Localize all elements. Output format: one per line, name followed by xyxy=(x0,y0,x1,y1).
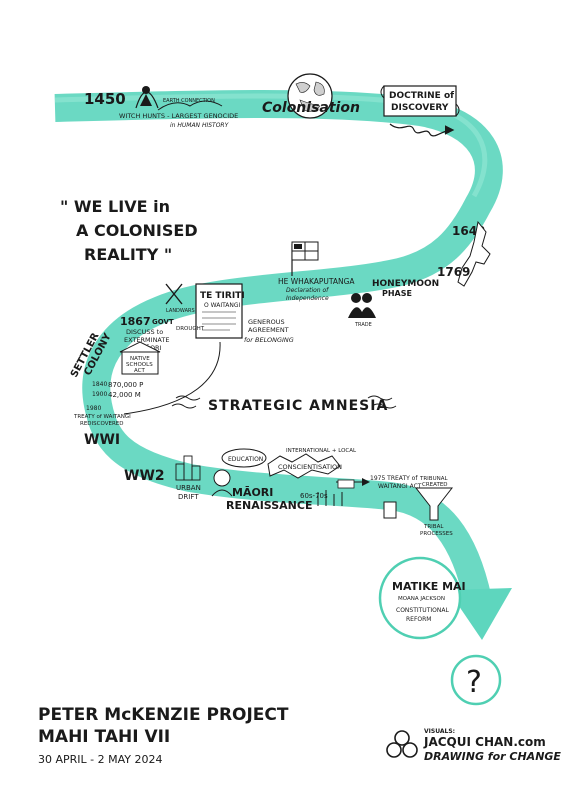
quote-line-2: A COLONISED xyxy=(76,221,198,240)
year-1450: 1450 xyxy=(84,90,126,108)
doctrine-label-2: DISCOVERY xyxy=(391,103,449,113)
pop-value-1: 870,000 P xyxy=(108,381,143,389)
pop-value-2: 42,000 M xyxy=(108,391,141,399)
he-whakaputanga-label: HE WHAKAPUTANGA xyxy=(278,277,355,286)
native-schools-label-3: ACT xyxy=(134,368,146,374)
question-mark: ? xyxy=(466,665,482,700)
studio-label: DRAWING for CHANGE xyxy=(424,750,561,763)
generous-label-2: AGREEMENT xyxy=(248,326,289,334)
declaration-label-1: Declaration of xyxy=(286,287,329,294)
couple-icon xyxy=(348,293,376,318)
witch-hunts-label: WITCH HUNTS - LARGEST GENOCIDE xyxy=(119,112,238,120)
maori-label-2: RENAISSANCE xyxy=(226,499,312,512)
flag-icon xyxy=(291,241,319,276)
tribal-label-1: TRIBAL xyxy=(423,524,444,530)
drawing-for-change-logo xyxy=(386,730,418,758)
scroll-icon xyxy=(380,85,460,117)
tribunal-label-1: TRIBUNAL xyxy=(419,476,448,482)
rediscovered-label-3: REDISCOVERED xyxy=(80,421,124,427)
matike-mai-circle xyxy=(378,556,462,640)
drought-label: DROUGHT xyxy=(176,326,205,332)
urban-label-1: URBAN xyxy=(176,484,201,492)
year-1867: 1867 xyxy=(120,315,151,328)
native-schools-label-1: NATIVE xyxy=(130,356,150,362)
matike-label-3: CONSTITUTIONAL xyxy=(396,607,449,614)
quote-line-3: REALITY " xyxy=(84,245,172,264)
ww2-label: WW2 xyxy=(124,468,165,484)
govt-label: GOVT xyxy=(152,318,174,326)
funnel-icon xyxy=(414,487,454,521)
footer-title-2: MAHI TAHI VII xyxy=(38,727,170,747)
treaty-act-label-1: 1975 TREATY of xyxy=(370,475,418,482)
globe-icon xyxy=(287,73,333,119)
maori-label-1: MĀORI xyxy=(232,486,273,499)
trade-label: TRADE xyxy=(354,322,372,328)
document-icon xyxy=(383,501,397,519)
pop-year-2: 1900 xyxy=(92,391,107,398)
tribal-label-2: PROCESSES xyxy=(420,531,453,537)
wwi-label: WWI xyxy=(84,432,120,448)
river-arrowhead xyxy=(448,588,512,640)
earth-connection-label: EARTH CONNECTION xyxy=(163,98,215,104)
footer-title-1: PETER McKENZIE PROJECT xyxy=(38,705,289,725)
head-icon xyxy=(211,469,233,497)
quote-line-1: " WE LIVE in xyxy=(60,197,170,216)
colonisation-label: Colonisation xyxy=(262,100,360,116)
generous-label-1: GENEROUS xyxy=(248,318,285,326)
matike-label-2: MOANA JACKSON xyxy=(398,596,445,602)
rediscovered-label-1: 1980 xyxy=(86,405,101,412)
urban-label-2: DRIFT xyxy=(178,493,199,501)
question-circle xyxy=(450,654,502,706)
crossed-weapons-icon xyxy=(165,283,183,305)
declaration-label-2: Independence xyxy=(286,295,329,302)
rediscovered-label-2: TREATY of WAITANGI xyxy=(73,414,131,420)
te-tiriti-label-1: TE TIRITI xyxy=(200,291,245,301)
matike-label-1: MATIKE MAI xyxy=(392,580,466,593)
city-icon xyxy=(175,455,201,481)
generous-label-3: for BELONGING xyxy=(244,336,294,344)
footer-dates: 30 APRIL - 2 MAY 2024 xyxy=(38,753,163,766)
te-tiriti-scroll-icon xyxy=(195,283,243,339)
discuss-label-1: DISCUSS to xyxy=(126,328,163,336)
tribunal-label-2: CREATED xyxy=(422,482,448,488)
international-label: INTERNATIONAL + LOCAL xyxy=(286,448,357,454)
strategic-amnesia-label: STRATEGIC AMNESIA xyxy=(208,398,388,414)
year-1769: 1769 xyxy=(437,265,470,279)
visuals-label: VISUALS: xyxy=(424,728,455,735)
honeymoon-label-1: HONEYMOON xyxy=(372,279,439,289)
artist-label: JACQUI CHAN.com xyxy=(423,735,546,749)
te-tiriti-label-2: O WAITANGI xyxy=(204,302,241,309)
protest-crowd-icon xyxy=(317,479,355,506)
conscientisation-label: CONSCIENTISATION xyxy=(278,463,342,471)
landwars-label: LANDWARS xyxy=(166,308,195,314)
witch-hunts-sublabel: in HUMAN HISTORY xyxy=(170,122,230,129)
nz-map-icon xyxy=(457,220,491,287)
pop-year-1: 1840 xyxy=(92,381,107,388)
discuss-label-2: EXTERMINATE xyxy=(124,336,169,344)
treaty-act-label-2: WAITANGI ACT xyxy=(378,483,422,490)
school-house-icon xyxy=(119,341,161,375)
decades-label: 60s-70s xyxy=(300,492,328,500)
burst-shape xyxy=(267,453,341,479)
honeymoon-label-2: PHASE xyxy=(382,289,412,298)
matike-label-4: REFORM xyxy=(406,616,431,623)
witch-figure-icon xyxy=(135,86,159,109)
education-label: EDUCATION xyxy=(228,456,263,463)
native-schools-label-2: SCHOOLS xyxy=(126,362,153,368)
doctrine-label-1: DOCTRINE of xyxy=(389,91,454,101)
